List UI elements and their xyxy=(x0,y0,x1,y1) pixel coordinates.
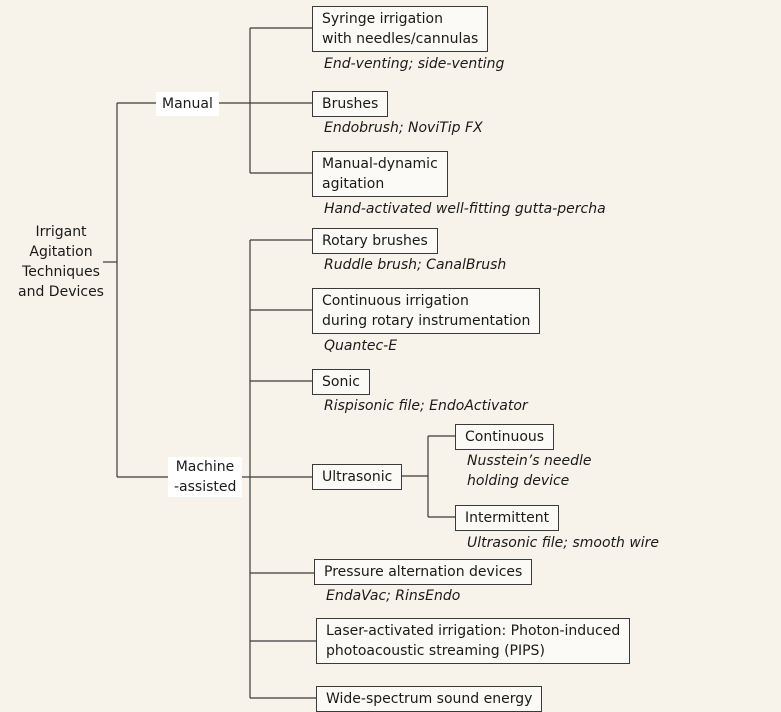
node-ultrasonic: Ultrasonic xyxy=(312,464,403,490)
example-manual-dynamic-agitation: Hand-activated well-fitting gutta-percha xyxy=(324,201,606,217)
root-line-2: Agitation xyxy=(29,244,93,260)
example-continuous-irrigation: Quantec-E xyxy=(324,338,398,354)
node-line: Ultrasonic xyxy=(322,469,393,485)
node-pressure-alternation: Pressure alternation devices xyxy=(314,559,533,585)
node-wide-spectrum-sound: Wide-spectrum sound energy xyxy=(316,686,543,712)
example-line: Ultrasonic file; smooth wire xyxy=(467,535,660,551)
node-continuous-irrigation: Continuous irrigation during rotary inst… xyxy=(312,288,541,334)
node-line: Manual-dynamic xyxy=(322,156,438,172)
node-ultrasonic-continuous: Continuous xyxy=(455,424,555,450)
node-syringe-irrigation: Syringe irrigation with needles/cannulas xyxy=(312,6,489,52)
node-line: Syringe irrigation xyxy=(322,11,443,27)
example-sonic: Rispisonic file; EndoActivator xyxy=(324,398,528,414)
node-rotary-brushes: Rotary brushes xyxy=(312,228,438,254)
node-ultrasonic-intermittent: Intermittent xyxy=(455,505,560,531)
example-line: holding device xyxy=(467,473,570,489)
example-ultrasonic-intermittent: Ultrasonic file; smooth wire xyxy=(467,533,659,553)
category-machine-assisted: Machine -assisted xyxy=(168,457,242,497)
root-line-4: and Devices xyxy=(18,284,104,300)
example-rotary-brushes: Ruddle brush; CanalBrush xyxy=(324,257,507,273)
node-line: during rotary instrumentation xyxy=(322,313,531,329)
example-syringe-irrigation: End-venting; side-venting xyxy=(324,56,505,72)
node-laser-activated-irrigation: Laser-activated irrigation: Photon-induc… xyxy=(316,618,631,664)
example-line: Nusstein’s needle xyxy=(467,453,592,469)
example-brushes: Endobrush; NoviTip FX xyxy=(324,120,483,136)
machine-line-2: -assisted xyxy=(174,479,237,495)
root-line-3: Techniques xyxy=(22,264,100,280)
root-label: Irrigant Agitation Techniques and Device… xyxy=(14,222,108,302)
node-line: agitation xyxy=(322,176,385,192)
machine-line-1: Machine xyxy=(175,459,235,475)
node-line: Continuous irrigation xyxy=(322,293,469,309)
node-line: Brushes xyxy=(322,96,379,112)
node-line: Wide-spectrum sound energy xyxy=(326,691,533,707)
node-line: Intermittent xyxy=(465,510,550,526)
example-ultrasonic-continuous: Nusstein’s needle holding device xyxy=(467,451,591,491)
example-pressure-alternation: EndaVac; RinsEndo xyxy=(326,588,461,604)
node-line: Sonic xyxy=(322,374,360,390)
node-line: Laser-activated irrigation: Photon-induc… xyxy=(326,623,621,639)
root-line-1: Irrigant xyxy=(35,224,87,240)
node-line: Pressure alternation devices xyxy=(324,564,523,580)
node-line: Continuous xyxy=(465,429,545,445)
node-manual-dynamic-agitation: Manual-dynamic agitation xyxy=(312,151,448,197)
node-sonic: Sonic xyxy=(312,369,370,395)
node-line: Rotary brushes xyxy=(322,233,428,249)
node-line: photoacoustic streaming (PIPS) xyxy=(326,643,545,659)
node-line: with needles/cannulas xyxy=(322,31,479,47)
category-manual: Manual xyxy=(156,92,219,116)
node-brushes: Brushes xyxy=(312,91,389,117)
